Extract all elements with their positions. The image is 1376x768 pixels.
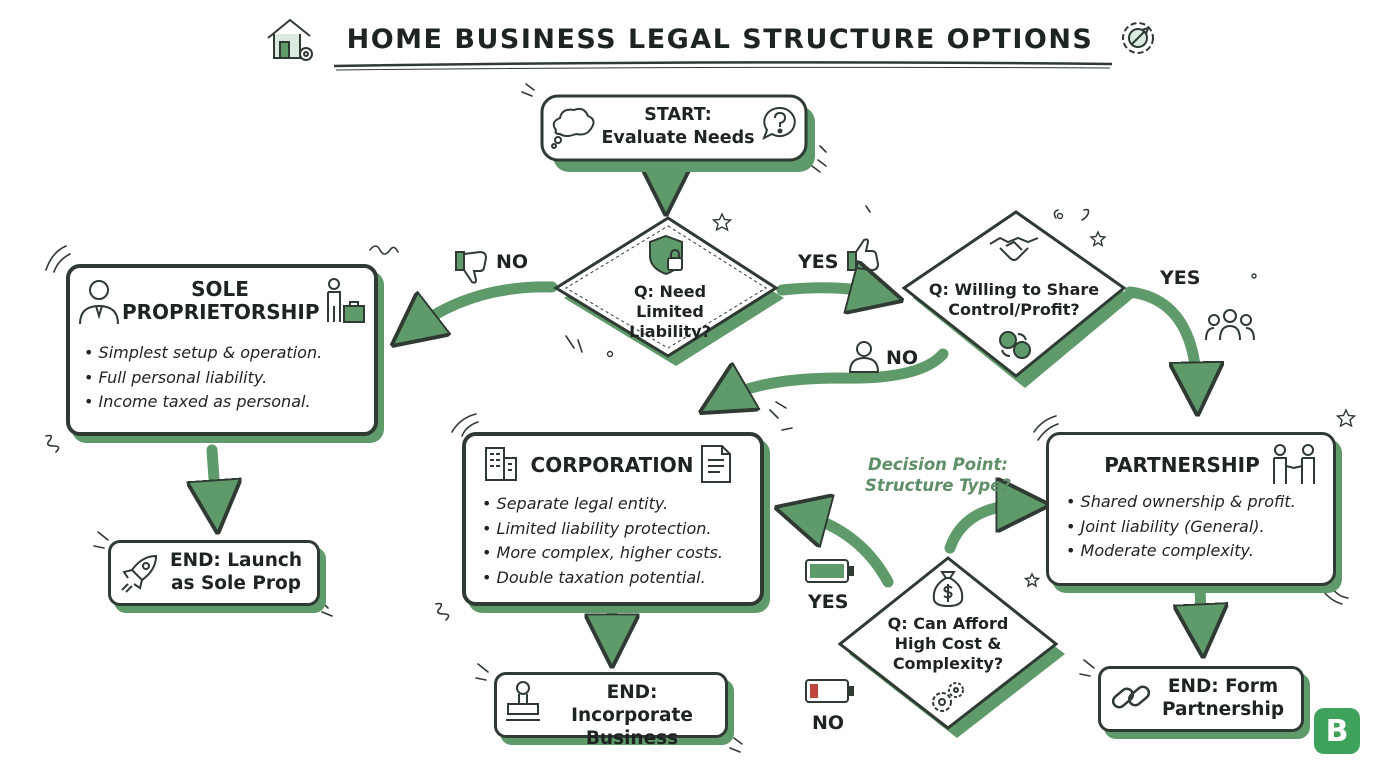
q-share-line1: Q: Willing to Share — [928, 280, 1100, 299]
sole-prop-bullet: Income taxed as personal. — [84, 390, 322, 415]
end-partner-line1: END: Form — [1167, 676, 1279, 697]
stamp-icon — [502, 678, 544, 726]
arrow-q2-to-corporation — [722, 348, 949, 400]
handshake-icon — [988, 232, 1040, 270]
partnership-bullet: Moderate complexity. — [1066, 539, 1296, 564]
briefcase-person-icon — [322, 276, 366, 328]
end-partner-text: END: Form Partnership — [1152, 675, 1294, 721]
businessman-icon — [76, 276, 122, 326]
q-share-text: Q: Willing to Share Control/Profit? — [924, 280, 1104, 320]
end-sole-box — [108, 540, 320, 606]
label-yes-share: YES — [1160, 267, 1201, 289]
q-afford-text: Q: Can Afford High Cost & Complexity? — [872, 614, 1024, 674]
sole-prop-bullets: Simplest setup & operation. Full persona… — [84, 341, 323, 415]
sole-prop-title-line1: SOLE — [191, 277, 249, 301]
brand-logo: B — [1314, 708, 1360, 754]
sole-prop-title: SOLE PROPRIETORSHIP — [122, 277, 320, 324]
question-bubble-icon — [760, 104, 800, 144]
arrow-q1-to-sole — [412, 281, 558, 330]
gear-wrench-icon — [1112, 14, 1164, 62]
building-icon — [480, 442, 522, 484]
battery-low-icon — [804, 676, 856, 706]
doodle-stars — [711, 212, 1357, 588]
label-no-share: NO — [886, 347, 919, 369]
arrow-sole-to-end — [212, 444, 216, 508]
rocket-icon — [116, 550, 162, 596]
shield-lock-icon — [646, 232, 690, 278]
partnership-bullet: Shared ownership & profit. — [1066, 490, 1296, 515]
decision-point-line1: Decision Point: — [868, 455, 1008, 474]
arrow-q2-to-partnership — [1124, 286, 1197, 390]
coins-icon — [996, 328, 1036, 364]
arrow-q1-to-q2 — [776, 288, 878, 294]
corporation-bullets: Separate legal entity. Limited liability… — [482, 492, 723, 590]
group-icon — [1204, 306, 1256, 346]
house-gear-icon — [264, 14, 318, 64]
q-afford-line1: Q: Can Afford — [887, 614, 1009, 633]
doodle-marks — [45, 83, 1349, 753]
corporation-bullet: Limited liability protection. — [482, 517, 723, 542]
label-yes-liability: YES — [798, 251, 839, 273]
end-sole-line1: END: Launch — [169, 550, 303, 571]
corporation-title: CORPORATION — [530, 453, 694, 477]
person-icon — [846, 338, 882, 374]
q-liability-line1: Q: Need Limited — [633, 282, 707, 321]
q-afford-line2: High Cost & — [894, 634, 1002, 653]
end-partner-line2: Partnership — [1161, 699, 1285, 720]
arrow-q3-to-corporation — [800, 514, 894, 588]
arrow-partner-to-end — [1200, 584, 1202, 632]
sole-prop-bullet: Full personal liability. — [84, 366, 322, 391]
thumbs-down-icon — [452, 246, 492, 286]
corporation-bullet: Double taxation potential. — [482, 566, 723, 591]
start-line1: START: — [644, 105, 712, 125]
corporation-bullet: More complex, higher costs. — [482, 541, 723, 566]
q-liability-text: Q: Need Limited Liability? — [600, 282, 740, 342]
doodle-circles — [606, 212, 1257, 358]
start-line2: Evaluate Needs — [601, 128, 755, 148]
q-share-diamond — [901, 210, 1133, 388]
q-afford-diamond — [837, 556, 1065, 738]
label-no-afford: NO — [812, 712, 845, 734]
partners-icon — [1268, 442, 1320, 486]
page-title: HOME BUSINESS LEGAL STRUCTURE OPTIONS — [346, 23, 1094, 55]
thought-cloud-icon — [548, 104, 598, 150]
gears-icon — [928, 680, 968, 716]
title-underline — [333, 61, 1113, 68]
chain-link-icon — [1108, 674, 1154, 720]
sole-prop-title-line2: PROPRIETORSHIP — [122, 300, 320, 324]
sole-prop-bullet: Simplest setup & operation. — [84, 341, 323, 366]
decision-point-label: Decision Point: Structure Type? — [852, 454, 1024, 496]
start-text: START: Evaluate Needs — [590, 104, 766, 150]
decision-point-line2: Structure Type? — [865, 476, 1011, 495]
arrow-q3-to-partnership — [944, 505, 1024, 554]
q-share-line2: Control/Profit? — [948, 300, 1080, 319]
money-bag-icon — [928, 568, 968, 608]
start-box — [540, 94, 808, 162]
q-liability-line2: Liability? — [629, 322, 711, 341]
corporation-bullet: Separate legal entity. — [482, 492, 723, 517]
label-yes-afford: YES — [808, 591, 849, 613]
partnership-bullet: Joint liability (General). — [1066, 515, 1296, 540]
end-corp-line1: END: Incorporate — [571, 682, 693, 726]
partnership-bullets: Shared ownership & profit. Joint liabili… — [1066, 490, 1296, 564]
battery-full-icon — [804, 556, 856, 586]
thumbs-up-icon — [844, 236, 886, 276]
end-corp-line2: Business — [585, 728, 679, 749]
q-liability-diamond — [553, 216, 784, 366]
end-sole-text: END: Launch as Sole Prop — [160, 549, 312, 595]
document-icon — [696, 442, 736, 486]
q-afford-line3: Complexity? — [892, 654, 1004, 673]
label-no-liability: NO — [496, 251, 529, 273]
end-corp-text: END: Incorporate Business — [544, 681, 720, 750]
partnership-title: PARTNERSHIP — [1104, 453, 1260, 477]
end-sole-line2: as Sole Prop — [171, 573, 301, 594]
